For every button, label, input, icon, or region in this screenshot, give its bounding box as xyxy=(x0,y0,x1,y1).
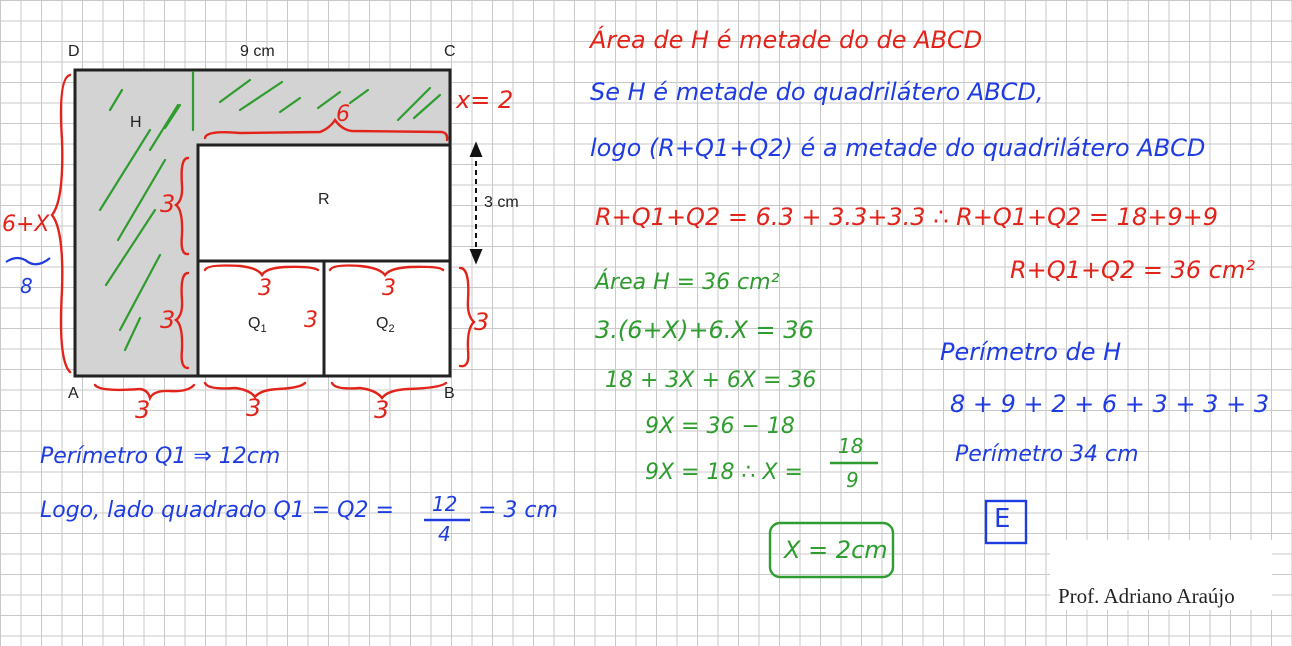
note-line-3: logo (R+Q1+Q2) é a metade do quadriláter… xyxy=(590,134,1206,162)
perimeter-q1: Perímetro Q1 ⇒ 12cm xyxy=(40,444,281,469)
dimension-arrow-3cm xyxy=(469,141,483,265)
result-box xyxy=(768,521,895,579)
top-strip-six: 6 xyxy=(336,102,350,127)
side-result: = 3 cm xyxy=(478,498,558,523)
equation-1: 3.(6+X)+6.X = 36 xyxy=(595,316,814,344)
answer-box xyxy=(984,499,1028,545)
note-line-1: Área de H é metade do de ABCD xyxy=(590,26,983,54)
region-q1-label: Q1 xyxy=(248,315,267,336)
perimeter-h-title: Perímetro de H xyxy=(940,338,1122,366)
region-h-label: H xyxy=(130,114,142,131)
equation-3: 9X = 36 − 18 xyxy=(645,414,795,439)
equation-4: 9X = 18 ∴ X = xyxy=(645,460,803,485)
vertex-b: B xyxy=(444,385,455,402)
right-dimension: 3 cm xyxy=(484,194,519,211)
blue-squiggle xyxy=(5,256,51,266)
vertex-d: D xyxy=(68,43,80,60)
x-equals-annotation: x= 2 xyxy=(456,86,514,114)
signature-name: Prof. Adriano Araújo xyxy=(1058,584,1235,608)
result-x: X = 2cm xyxy=(784,536,888,564)
bottom-label-1: 3 xyxy=(135,396,151,424)
side-numerator: 12 xyxy=(432,492,458,516)
green-hatching xyxy=(98,70,442,352)
square-q1 xyxy=(196,259,326,378)
area-h-statement: Área H = 36 cm² xyxy=(595,270,780,295)
perimeter-h-result: Perímetro 34 cm xyxy=(955,442,1139,467)
note-line-5: R+Q1+Q2 = 36 cm² xyxy=(1010,256,1255,284)
q1-height-label: 3 xyxy=(160,306,176,334)
top-dimension: 9 cm xyxy=(240,43,275,60)
note-line-2: Se H é metade do quadrilátero ABCD, xyxy=(590,78,1044,106)
red-dimension-marks xyxy=(50,73,476,402)
signature-block xyxy=(1050,540,1272,610)
bottom-label-2: 3 xyxy=(246,394,262,422)
region-r-label: R xyxy=(318,191,330,208)
bottom-label-3: 3 xyxy=(374,396,390,424)
square-q2 xyxy=(322,259,452,378)
side-q-statement: Logo, lado quadrado Q1 = Q2 = xyxy=(40,498,394,523)
answer-letter: E xyxy=(994,504,1011,534)
q1-top-label: 3 xyxy=(258,276,272,301)
r-height-label: 3 xyxy=(160,190,176,218)
rectangle-r xyxy=(196,143,452,263)
q2-right-label: 3 xyxy=(474,308,490,336)
equation-2: 18 + 3X + 6X = 36 xyxy=(605,368,817,393)
shaded-region-h xyxy=(75,70,450,376)
equation-4-denominator: 9 xyxy=(846,468,859,492)
q2-top-label: 3 xyxy=(382,276,396,301)
equation-4-numerator: 18 xyxy=(838,434,864,458)
note-line-4: R+Q1+Q2 = 6.3 + 3.3+3.3 ∴ R+Q1+Q2 = 18+9… xyxy=(595,203,1218,231)
side-denominator: 4 xyxy=(438,522,451,546)
left-side-value: 8 xyxy=(20,274,33,298)
region-q2-label: Q2 xyxy=(376,315,395,336)
q1-inner-label: 3 xyxy=(304,308,318,333)
perimeter-h-sum: 8 + 9 + 2 + 6 + 3 + 3 + 3 xyxy=(950,390,1270,418)
left-side-expr: 6+X xyxy=(2,212,50,237)
vertex-a: A xyxy=(68,385,79,402)
vertex-c: C xyxy=(444,43,456,60)
